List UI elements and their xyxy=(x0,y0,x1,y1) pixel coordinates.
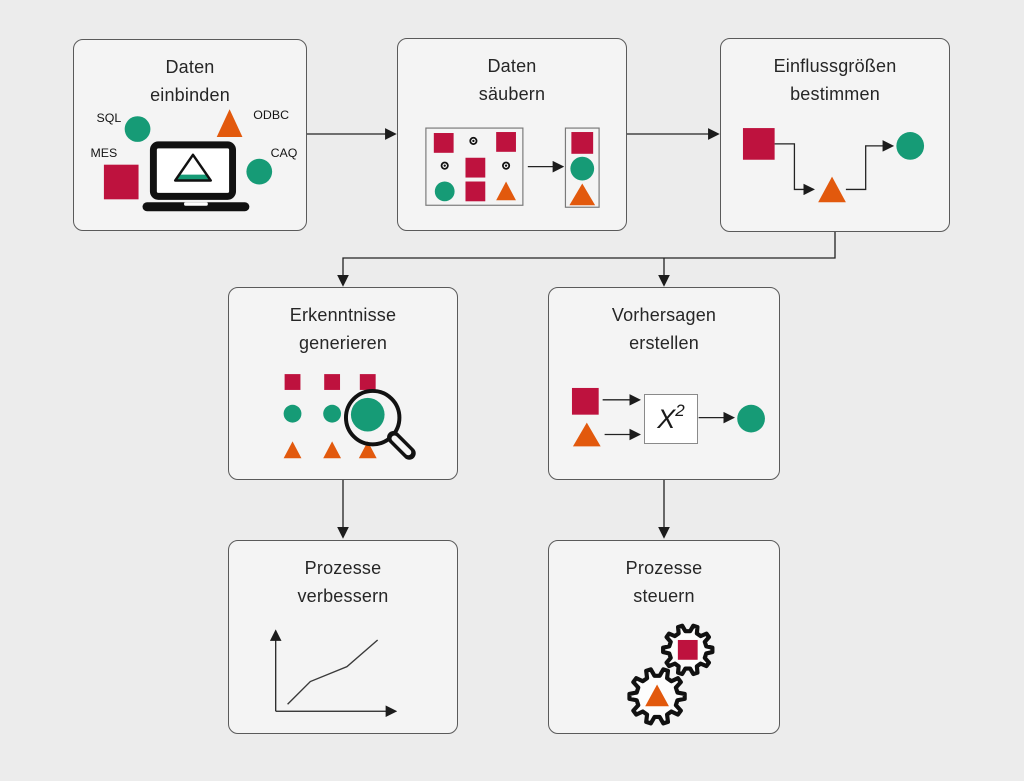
gear-icon xyxy=(661,623,715,677)
square-datapoint-icon xyxy=(742,128,775,160)
node-prozesse-verbessern: Prozesse verbessern xyxy=(228,540,458,734)
magnifier-icon xyxy=(343,388,416,460)
node-title: Erkenntnisse generieren xyxy=(289,305,397,353)
circle-datapoint-icon xyxy=(246,158,273,185)
circle-datapoint-icon xyxy=(124,116,151,142)
square-datapoint-icon xyxy=(571,387,599,415)
insights-illustration xyxy=(283,374,416,460)
node-title: Prozesse verbessern xyxy=(297,558,389,606)
gears-illustration xyxy=(627,623,715,726)
triangle-datapoint-icon xyxy=(818,176,846,203)
label-caq: CAQ xyxy=(271,146,298,160)
label-mes: MES xyxy=(91,146,118,160)
node-title: Daten säubern xyxy=(478,56,546,104)
triangle-to-circle-arrow xyxy=(845,140,895,191)
data-sources-illustration: SQL MES ODBC CAQ xyxy=(91,108,298,212)
triangle-datapoint-icon xyxy=(572,422,601,447)
node-prozesse-steuern: Prozesse steuern xyxy=(548,540,780,734)
circle-datapoint-icon xyxy=(896,132,925,160)
clean-data-box xyxy=(564,127,600,208)
label-sql: SQL xyxy=(96,111,121,125)
node-vorhersagen-erstellen: Vorhersagen erstellen X 2 xyxy=(548,287,780,480)
data-grid xyxy=(283,374,385,459)
triangle-datapoint-icon xyxy=(216,109,243,137)
node-title: Vorhersagen erstellen xyxy=(611,305,717,353)
influence-chain-illustration xyxy=(742,128,925,203)
formula-box: X 2 xyxy=(644,394,698,444)
node-einflussgroessen-bestimmen: Einflussgrößen bestimmen xyxy=(720,38,950,232)
square-datapoint-icon xyxy=(103,164,139,200)
square-to-triangle-arrow xyxy=(774,143,815,196)
prediction-illustration xyxy=(571,387,765,447)
gear-icon xyxy=(627,667,687,726)
laptop-icon xyxy=(142,141,250,212)
node-daten-saeubern: Daten säubern xyxy=(397,38,627,231)
label-odbc: ODBC xyxy=(253,108,289,122)
node-title: Einflussgrößen bestimmen xyxy=(773,56,897,104)
circle-result-icon xyxy=(737,404,765,433)
node-daten-einbinden: Daten einbinden SQL MES ODBC CAQ xyxy=(73,39,307,231)
node-title: Daten einbinden xyxy=(150,57,230,105)
arrow-factors-to-insights xyxy=(337,232,836,287)
data-cleaning-illustration xyxy=(425,127,600,208)
line-chart-icon xyxy=(269,629,398,718)
formula-base: X xyxy=(657,403,676,434)
node-title: Prozesse steuern xyxy=(625,558,703,606)
node-erkenntnisse-generieren: Erkenntnisse generieren xyxy=(228,287,458,480)
trend-line xyxy=(287,639,379,705)
dirty-data-box xyxy=(425,127,524,206)
formula-exponent: 2 xyxy=(675,400,685,420)
